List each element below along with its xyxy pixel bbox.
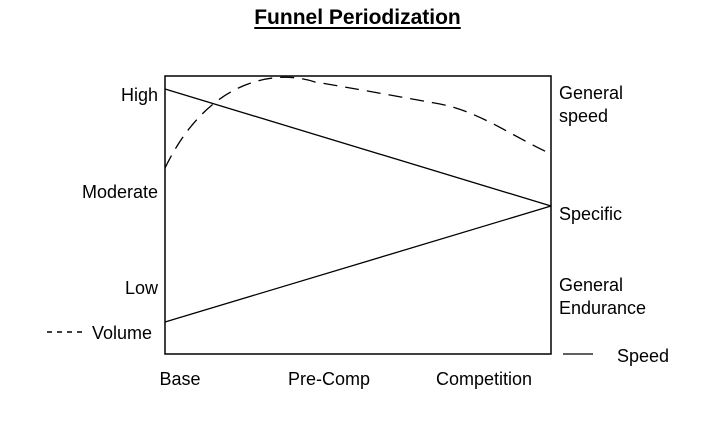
plot-frame bbox=[164, 75, 552, 355]
x-label-base: Base bbox=[159, 369, 201, 389]
x-label-competition: Competition bbox=[435, 369, 533, 389]
general-speed-line bbox=[164, 88, 552, 207]
x-label-pre-comp: Pre-Comp bbox=[287, 369, 371, 389]
volume-curve bbox=[164, 76, 552, 169]
general-endurance-line bbox=[164, 205, 552, 323]
volume-legend-label: Volume bbox=[92, 323, 153, 343]
y-label-low: Low bbox=[124, 278, 158, 298]
right-label-general-endurance-2: Endurance bbox=[559, 298, 647, 318]
right-label-general-endurance-1: General bbox=[559, 275, 624, 295]
right-label-specific: Specific bbox=[559, 204, 623, 224]
right-label-general-speed-1: General bbox=[559, 83, 624, 103]
y-label-high: High bbox=[120, 85, 158, 105]
diagram-title: Funnel Periodization bbox=[254, 6, 461, 29]
speed-legend-label: Speed bbox=[617, 346, 670, 366]
right-label-general-speed-2: speed bbox=[559, 106, 609, 126]
y-label-moderate: Moderate bbox=[81, 182, 158, 202]
